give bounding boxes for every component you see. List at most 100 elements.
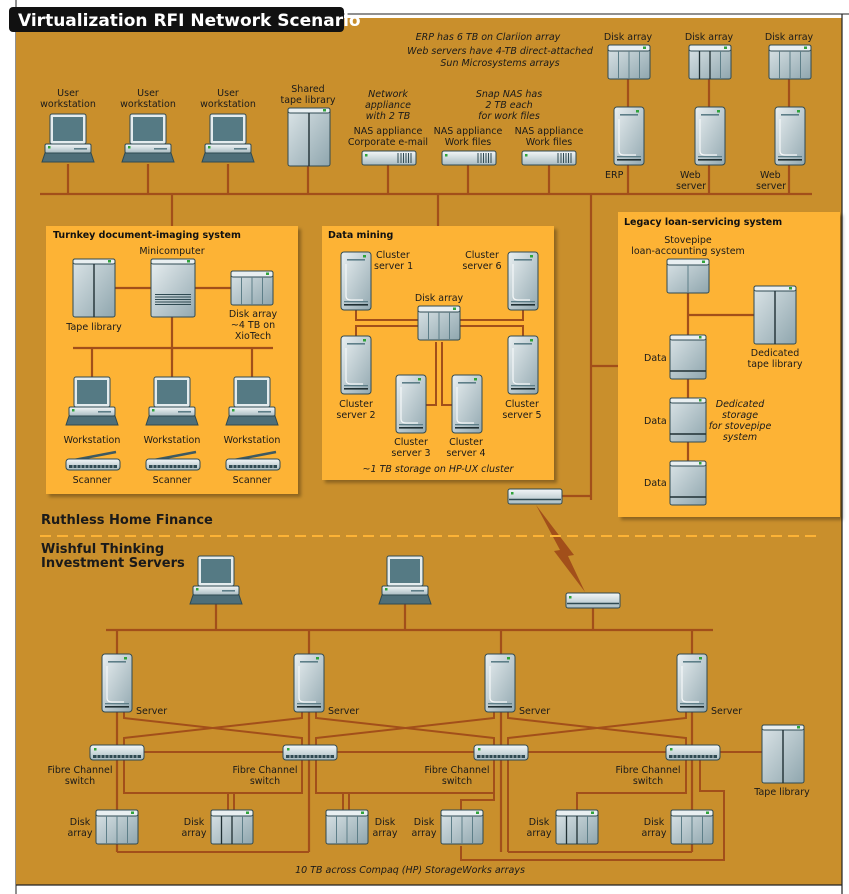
nas-appliance-email[interactable]: NAS appliance Corporate e-mail — [348, 126, 428, 166]
web-server[interactable]: Web server — [676, 106, 726, 192]
switch-icon — [665, 744, 721, 761]
snap-note-2: 2 TB each — [485, 100, 532, 111]
scanner[interactable]: Scanner — [224, 450, 282, 486]
server-icon — [694, 106, 726, 166]
storageworks-disk-array[interactable]: Disk array — [68, 809, 139, 845]
svg-text:Server: Server — [136, 706, 167, 717]
legacy-panel: Legacy loan-servicing system Stovepipe l… — [618, 212, 840, 517]
svg-text:switch: switch — [250, 776, 280, 787]
svg-text:Web: Web — [680, 170, 701, 181]
svg-text:Disk array: Disk array — [685, 32, 734, 43]
fibre-channel-switch[interactable]: Fibre Channel switch — [232, 744, 338, 787]
dedicated-tape-library[interactable]: Dedicated tape library — [747, 285, 803, 370]
fibre-channel-switch[interactable]: Fibre Channel switch — [615, 744, 721, 787]
disk-array-icon — [768, 44, 812, 80]
svg-text:Minicomputer: Minicomputer — [139, 246, 204, 257]
svg-text:server 1: server 1 — [374, 261, 413, 272]
erp-disk-array[interactable]: Disk array — [604, 32, 653, 80]
svg-text:Tape library: Tape library — [753, 787, 810, 798]
web-disk-array[interactable]: Disk array — [685, 32, 734, 80]
server-icon — [395, 374, 427, 434]
imaging-tape-library[interactable]: Tape library — [65, 258, 122, 333]
storage-icon — [669, 334, 707, 380]
investment-workstation[interactable] — [189, 555, 243, 605]
nas-appliance-work-files[interactable]: NAS appliance Work files — [515, 126, 584, 166]
svg-text:workstation: workstation — [120, 99, 176, 110]
investment-server[interactable]: Server — [293, 653, 359, 717]
investment-server[interactable]: Server — [101, 653, 167, 717]
legacy-data-1[interactable]: Data — [644, 334, 707, 380]
svg-text:server 6: server 6 — [462, 261, 501, 272]
svg-text:NAS appliance: NAS appliance — [354, 126, 423, 137]
legacy-data-3[interactable]: Data — [644, 460, 707, 506]
storageworks-disk-array[interactable]: Disk array — [182, 809, 254, 845]
minicomputer[interactable]: Minicomputer — [139, 246, 205, 318]
svg-text:Data: Data — [644, 416, 667, 427]
workstation-icon — [378, 555, 432, 605]
investment-server[interactable]: Server — [484, 653, 550, 717]
svg-text:array: array — [373, 828, 398, 839]
svg-text:server: server — [756, 181, 786, 192]
svg-text:switch: switch — [633, 776, 663, 787]
svg-text:Work files: Work files — [445, 137, 492, 148]
storageworks-disk-array[interactable]: Disk array — [642, 809, 714, 845]
svg-text:loan-accounting system: loan-accounting system — [631, 246, 745, 257]
fibre-channel-switch[interactable]: Fibre Channel switch — [424, 744, 529, 787]
svg-text:server: server — [676, 181, 706, 192]
disk-array-icon — [95, 809, 139, 845]
workstation-icon — [201, 113, 255, 163]
web-server[interactable]: Web server — [756, 106, 806, 192]
user-workstation[interactable]: User workstation — [200, 88, 256, 163]
web-disk-array[interactable]: Disk array — [765, 32, 814, 80]
svg-text:Scanner: Scanner — [73, 475, 112, 486]
investment-workstation[interactable] — [378, 555, 432, 605]
snap-note-3: for work files — [478, 111, 540, 122]
nas-appliance-work-files[interactable]: NAS appliance Work files — [434, 126, 503, 166]
tape-library-icon — [753, 285, 797, 345]
storageworks-disk-array[interactable]: Disk array — [412, 809, 484, 845]
server-icon — [613, 106, 645, 166]
xiotech-disk-array[interactable]: Disk array ~4 TB on XioTech — [229, 270, 278, 342]
cluster-server-3[interactable]: Cluster server 3 — [391, 374, 431, 459]
tape-library-icon — [72, 258, 116, 318]
svg-text:Disk: Disk — [644, 817, 665, 828]
stovepipe-system[interactable]: Stovepipe loan-accounting system — [631, 235, 745, 294]
disk-array-icon — [325, 809, 369, 845]
imaging-workstation[interactable]: Workstation — [224, 376, 281, 446]
tape-library-icon — [761, 724, 805, 784]
cluster-server-6[interactable]: Cluster server 6 — [462, 250, 539, 311]
snap-note-1: Snap NAS has — [476, 89, 542, 100]
user-workstation[interactable]: User workstation — [40, 88, 96, 163]
wishful-thinking-label-1: Wishful Thinking — [41, 542, 164, 557]
svg-text:tape library: tape library — [747, 359, 802, 370]
wan-router-bottom[interactable] — [565, 592, 621, 609]
svg-text:Disk: Disk — [184, 817, 205, 828]
investment-server[interactable]: Server — [676, 653, 742, 717]
investment-tape-library[interactable]: Tape library — [753, 724, 810, 798]
disk-array-icon — [670, 809, 714, 845]
cluster-server-2[interactable]: Cluster server 2 — [336, 335, 376, 421]
shared-tape-library[interactable]: Shared tape library — [280, 84, 336, 167]
scanner[interactable]: Scanner — [144, 450, 202, 486]
cluster-server-1[interactable]: Cluster server 1 — [340, 250, 413, 311]
server-icon — [451, 374, 483, 434]
cluster-server-4[interactable]: Cluster server 4 — [446, 374, 486, 459]
erp-server[interactable]: ERP — [605, 106, 645, 181]
svg-text:XioTech: XioTech — [235, 331, 271, 342]
user-workstation[interactable]: User workstation — [120, 88, 176, 163]
wan-router-top[interactable] — [507, 488, 563, 505]
disk-array-cluster[interactable]: Disk array — [415, 293, 464, 341]
scanner[interactable]: Scanner — [64, 450, 122, 486]
fibre-channel-switch[interactable]: Fibre Channel switch — [47, 744, 145, 787]
bottom-network: Server Server Server Server Fibre Channe… — [47, 555, 810, 876]
svg-text:Corporate e-mail: Corporate e-mail — [348, 137, 428, 148]
storageworks-disk-array[interactable]: Disk array — [527, 809, 599, 845]
nas-icon — [521, 150, 577, 166]
imaging-workstation[interactable]: Workstation — [144, 376, 201, 446]
cluster-server-5[interactable]: Cluster server 5 — [502, 335, 542, 421]
imaging-workstation[interactable]: Workstation — [64, 376, 121, 446]
storageworks-disk-array[interactable]: Disk array — [325, 809, 398, 845]
legacy-data-2[interactable]: Data — [644, 397, 707, 443]
wan-link-lightning-icon — [536, 505, 585, 592]
switch-icon — [282, 744, 338, 761]
